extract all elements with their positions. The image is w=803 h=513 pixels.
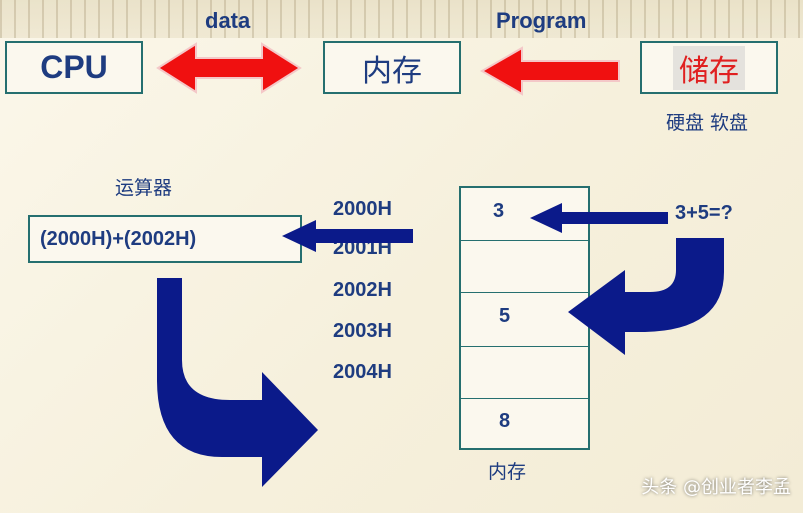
- address-label: 2002H: [333, 279, 392, 301]
- memory-caption: 内存: [488, 461, 527, 483]
- data-label: data: [205, 8, 251, 33]
- address-label: 2003H: [333, 320, 392, 342]
- address-label: 2004H: [333, 361, 392, 383]
- memory-box: 内存: [323, 41, 461, 94]
- memory-cell-value: 5: [499, 305, 511, 327]
- watermark: 头条 @创业者李孟: [641, 477, 791, 498]
- memory-cell-value: 8: [499, 410, 511, 432]
- memory-cell-divider: [461, 292, 588, 293]
- decorative-frieze: [0, 0, 803, 38]
- memory-cell-divider: [461, 398, 588, 399]
- alu-expression: (2000H)+(2002H): [40, 227, 197, 250]
- memory-cell-value: 3: [493, 200, 505, 222]
- memory-column: 3 5 8: [459, 186, 590, 450]
- storage-caption: 硬盘 软盘: [666, 112, 749, 134]
- memory-cell-divider: [461, 240, 588, 241]
- alu-title: 运算器: [115, 177, 173, 199]
- cpu-box: CPU: [5, 41, 143, 94]
- alu-box: (2000H)+(2002H): [28, 215, 302, 263]
- program-label: Program: [496, 8, 587, 33]
- storage-label: 储存: [673, 45, 745, 90]
- memory-label: 内存: [362, 53, 422, 89]
- address-label: 2000H: [333, 198, 392, 220]
- question-text: 3+5=?: [675, 202, 733, 224]
- cpu-label: CPU: [40, 49, 108, 85]
- memory-cell-divider: [461, 346, 588, 347]
- storage-box: 储存: [640, 41, 778, 94]
